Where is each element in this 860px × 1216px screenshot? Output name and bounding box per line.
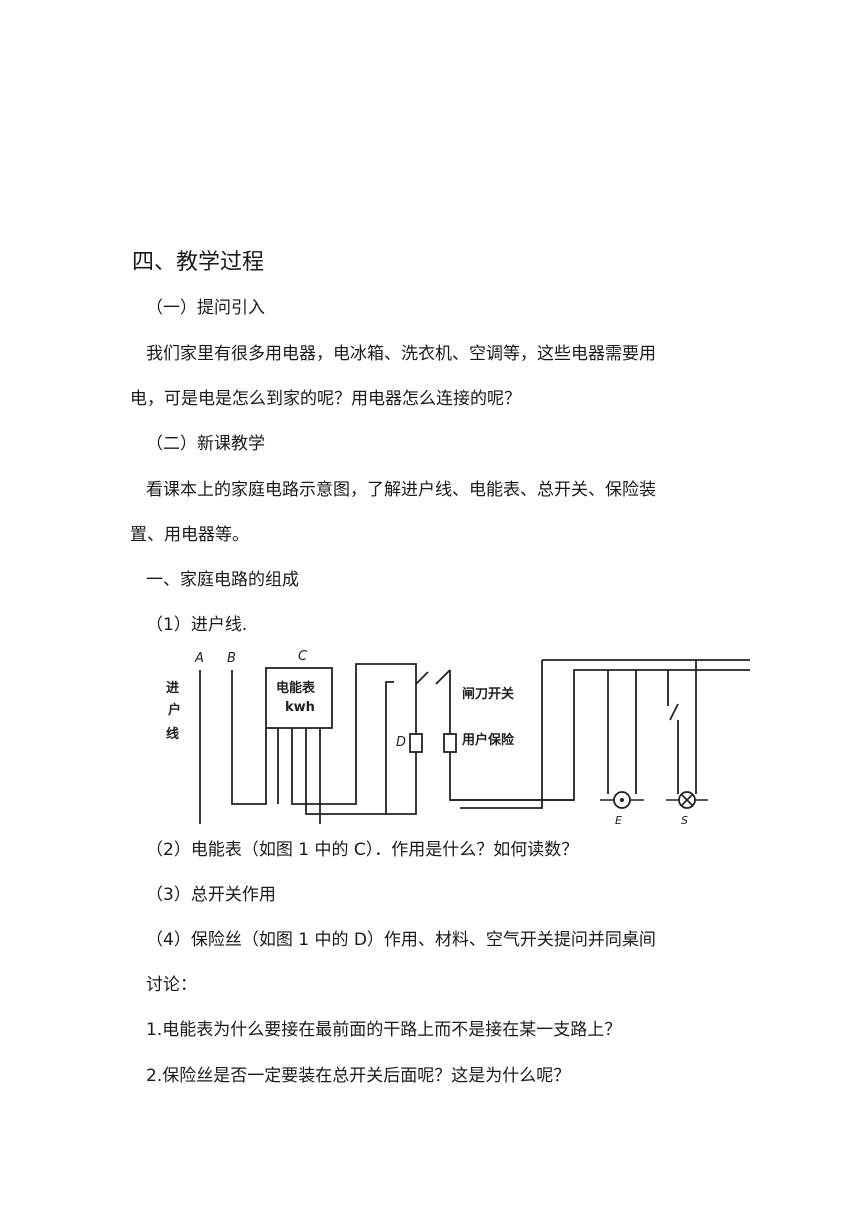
wire-branch-s: [667, 660, 697, 794]
inlet-label: 户: [168, 702, 181, 718]
inlet-label: 进: [166, 681, 179, 696]
list-item: （3）总开关作用: [146, 885, 276, 905]
label-d: D: [396, 735, 406, 750]
question-item: 1.电能表为什么要接在最前面的干路上而不是接在某一支路上？: [146, 1020, 622, 1040]
paragraph-line: 电，可是电是怎么到家的呢？用电器怎么连接的呢？: [130, 389, 521, 409]
wire-branch-e: [607, 670, 637, 794]
heading-household-circuit: 一、家庭电路的组成: [146, 570, 299, 590]
paragraph-line: 置、用电器等。: [130, 525, 249, 545]
list-item-continuation: 讨论：: [146, 975, 197, 995]
switch-label: 闸刀开关: [462, 686, 514, 702]
list-item: （4）保险丝（如图 1 中的 D）作用、材料、空气开关提问并同桌间: [146, 930, 656, 950]
wire-meter-terminal-2: [291, 663, 417, 805]
list-item: （2）电能表（如图 1 中的 C）．作用是什么？如何读数？: [146, 840, 579, 860]
wire-main-outer: [460, 660, 543, 809]
label-e: E: [615, 814, 622, 824]
fuse-user: [443, 733, 457, 753]
meter-label: 电能表: [276, 680, 316, 696]
subsection-heading-intro: （一）提问引入: [146, 298, 265, 318]
label-b: B: [227, 651, 236, 666]
list-item: （1）进户线.: [146, 615, 248, 635]
paragraph-line: 我们家里有很多用电器，电冰箱、洗衣机、空调等，这些电器需要用: [146, 344, 656, 364]
label-c: C: [298, 649, 308, 664]
household-circuit-diagram: A B C D E S 进 户 线 电能表 kwh 闸刀开关 用户保险: [160, 648, 750, 824]
label-s: S: [681, 814, 688, 824]
fuse-d: [409, 733, 423, 753]
knife-switch: [415, 669, 451, 685]
lamp-s-cross: [680, 793, 694, 807]
section-title: 四、教学过程: [132, 250, 265, 275]
question-item: 2.保险丝是否一定要装在总开关后面呢？这是为什么呢？: [146, 1066, 571, 1086]
inlet-label: 线: [166, 726, 179, 742]
meter-unit: kwh: [285, 700, 315, 715]
wire-fuse-left-down: [386, 752, 417, 815]
subsection-heading-new-lesson: （二）新课教学: [146, 434, 265, 454]
fuse-label: 用户保险: [461, 732, 515, 748]
meter-box: [265, 667, 333, 729]
wire-b: [231, 670, 267, 805]
paragraph-line: 看课本上的家庭电路示意图，了解进户线、电能表、总开关、保险装: [146, 480, 656, 500]
label-a: A: [194, 651, 204, 666]
